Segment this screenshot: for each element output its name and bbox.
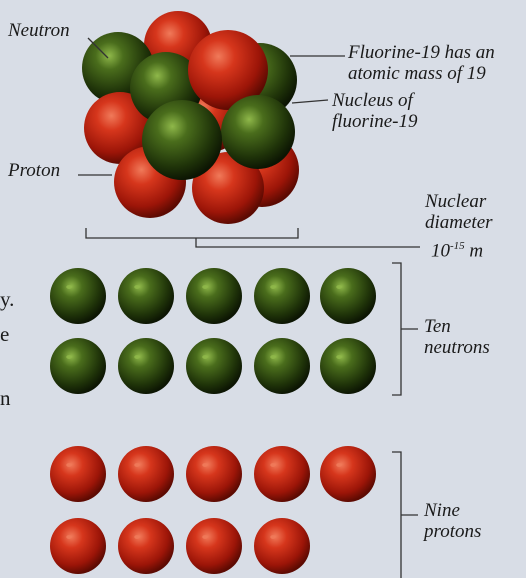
diameter-bracket	[86, 228, 298, 238]
neutron-sphere	[118, 338, 174, 394]
nucleus-leader	[292, 100, 328, 103]
proton-sphere	[50, 518, 106, 574]
proton-sphere	[118, 446, 174, 502]
diameter-value: 10	[431, 240, 450, 261]
sphere-highlight	[202, 535, 208, 539]
neutron-sphere	[186, 338, 242, 394]
sphere-highlight	[66, 355, 72, 359]
proton-row	[50, 446, 376, 574]
proton-sphere	[118, 518, 174, 574]
proton-sphere	[254, 518, 310, 574]
sphere-highlight	[134, 355, 140, 359]
sphere-highlight	[270, 463, 276, 467]
nucleus-label: Nucleus of fluorine-19	[332, 90, 418, 132]
text-fragment: y.	[0, 287, 14, 312]
proton-sphere	[50, 446, 106, 502]
cluster-neutron	[142, 100, 222, 180]
proton-sphere	[186, 446, 242, 502]
neutron-row	[50, 268, 376, 394]
diameter-value-label: 10-15 m	[431, 236, 483, 261]
sphere-highlight	[336, 285, 342, 289]
sphere-highlight	[270, 285, 276, 289]
cluster-neutron	[221, 95, 295, 169]
text-fragment: n	[0, 386, 11, 411]
nine-protons-label: Nine protons	[424, 500, 481, 542]
neutron-sphere	[50, 268, 106, 324]
nucleus-cluster	[82, 11, 299, 224]
neutron-bracket	[392, 263, 401, 395]
neutron-sphere	[254, 268, 310, 324]
proton-bracket	[392, 452, 401, 578]
proton-label: Proton	[8, 160, 60, 181]
sphere-highlight	[270, 355, 276, 359]
neutron-sphere	[320, 268, 376, 324]
diameter-label: Nuclear diameter	[425, 191, 493, 233]
sphere-highlight	[336, 463, 342, 467]
sphere-highlight	[66, 535, 72, 539]
diameter-exponent: -15	[450, 240, 465, 252]
neutron-sphere	[186, 268, 242, 324]
sphere-highlight	[66, 285, 72, 289]
proton-sphere	[320, 446, 376, 502]
neutron-sphere	[50, 338, 106, 394]
text-fragment: e	[0, 322, 9, 347]
neutron-label: Neutron	[8, 20, 70, 41]
sphere-highlight	[202, 355, 208, 359]
neutron-sphere	[254, 338, 310, 394]
sphere-highlight	[134, 535, 140, 539]
sphere-highlight	[66, 463, 72, 467]
proton-sphere	[254, 446, 310, 502]
sphere-highlight	[336, 355, 342, 359]
ten-neutrons-label: Ten neutrons	[424, 316, 490, 358]
sphere-highlight	[202, 463, 208, 467]
sphere-highlight	[134, 285, 140, 289]
neutron-sphere	[118, 268, 174, 324]
proton-sphere	[186, 518, 242, 574]
diameter-unit: m	[465, 240, 483, 261]
diameter-leader	[196, 238, 420, 247]
atomic-mass-label: Fluorine-19 has an atomic mass of 19	[348, 42, 495, 84]
sphere-highlight	[270, 535, 276, 539]
sphere-highlight	[134, 463, 140, 467]
neutron-sphere	[320, 338, 376, 394]
sphere-highlight	[202, 285, 208, 289]
